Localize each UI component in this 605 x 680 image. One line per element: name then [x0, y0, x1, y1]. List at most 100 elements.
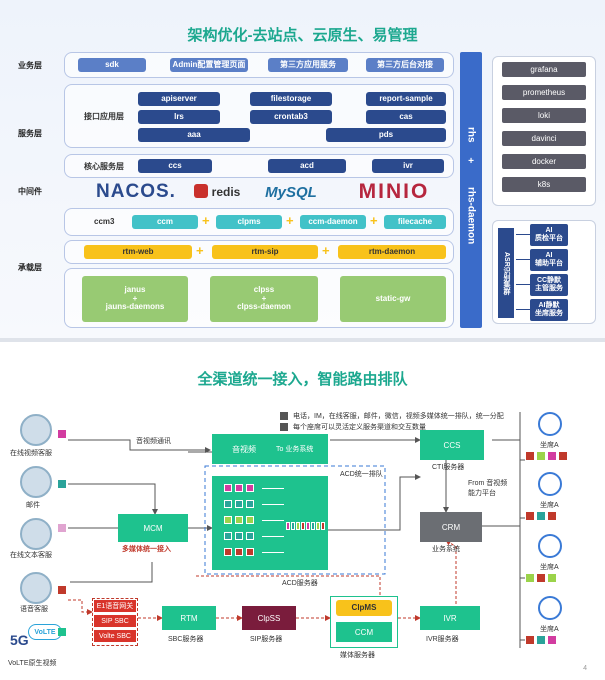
- cas-box: cas: [366, 110, 446, 124]
- rtm-daemon-box: rtm-daemon: [338, 245, 446, 259]
- queue-item: [246, 484, 254, 492]
- connector-line: [516, 259, 530, 260]
- business-system-label: 业务系统: [432, 546, 460, 553]
- queue-item: [224, 532, 232, 540]
- agent-icon: [538, 472, 562, 496]
- media-server-label: 媒体服务器: [340, 652, 375, 659]
- queue-item: [224, 484, 232, 492]
- queue-item: [246, 532, 254, 540]
- agent-channel-marker: [548, 512, 556, 520]
- interface-app-label: 接口应用层: [84, 112, 124, 121]
- bullet-text-1: 电话，IM，在线客服，邮件，微信，视频多媒体统一排队，统一分配: [293, 413, 504, 420]
- channel-marker: [58, 430, 66, 438]
- acd-service-box: acd: [268, 159, 346, 173]
- plus-sign: +: [196, 243, 204, 258]
- queue-item: [311, 522, 315, 530]
- queue-item: [224, 516, 232, 524]
- queue-item: [291, 522, 295, 530]
- agent-icon: [538, 412, 562, 436]
- filestorage-box: filestorage: [250, 92, 332, 106]
- ai-service-box: CC静默 主管服务: [530, 274, 568, 296]
- layer-label-carrier: 承载层: [18, 263, 42, 272]
- video-platform-box: 音视频: [212, 434, 328, 464]
- channel-video-label: 在线视频客服: [10, 450, 52, 457]
- acd-server-label: ACD服务器: [282, 580, 318, 587]
- connector-line: [516, 234, 530, 235]
- ops-tool-docker: docker: [502, 154, 586, 169]
- ai-service-box: AI 质检平台: [530, 224, 568, 246]
- multi-media-label: 多媒体统一接入: [122, 546, 171, 553]
- slide-divider: [0, 338, 605, 342]
- agent-channel-marker: [537, 452, 545, 460]
- agent-icon: [538, 534, 562, 558]
- architecture-title: 架构优化-去站点、云原生、易管理: [187, 27, 418, 44]
- channel-mail-label: 邮件: [26, 502, 40, 509]
- layer-label-middleware: 中间件: [18, 187, 42, 196]
- architecture-slide: 架构优化-去站点、云原生、易管理 业务层 服务层 中间件 承载层 sdk Adm…: [0, 0, 605, 338]
- channel-text-label: 在线文本客服: [10, 552, 52, 559]
- queue-item: [321, 522, 325, 530]
- crontab3-box: crontab3: [250, 110, 332, 124]
- bullet-icon: [280, 412, 288, 420]
- third-party-backend-box: 第三方后台对接: [366, 58, 444, 72]
- third-party-app-box: 第三方应用服务: [268, 58, 348, 72]
- sbc-server-label: SBC服务器: [168, 636, 204, 643]
- bullet-text-2: 每个座席可以灵活定义服务渠道和交互数量: [293, 424, 426, 431]
- sip-sbc-box: SIP SBC: [94, 615, 136, 627]
- queue-item: [235, 532, 243, 540]
- ops-tool-davinci: davinci: [502, 131, 586, 146]
- agent-channel-marker: [548, 574, 556, 582]
- static-gw-box: static-gw: [340, 276, 446, 322]
- plus-sign: +: [370, 213, 378, 228]
- ivr-service-box: ivr: [372, 159, 444, 173]
- channel-marker: [58, 480, 66, 488]
- queue-item: [301, 522, 305, 530]
- ivr-box: IVR: [420, 606, 480, 630]
- acd-queue-label: ACD统一排队: [340, 471, 383, 478]
- queue-arrow: [262, 552, 284, 553]
- filecache-box: filecache: [384, 215, 446, 229]
- ccs-service-box: ccs: [138, 159, 212, 173]
- aaa-box: aaa: [138, 128, 250, 142]
- ccm-box: ccm: [132, 215, 198, 229]
- sip-server-label: SIP服务器: [250, 636, 283, 643]
- agent-channel-marker: [559, 452, 567, 460]
- to-business-label: To 业务系统: [276, 446, 314, 453]
- layer-label-service: 服务层: [18, 129, 42, 138]
- agent-channel-marker: [537, 636, 545, 644]
- ivr-server-label: IVR服务器: [426, 636, 459, 643]
- clpss-box: clpss + clpss-daemon: [210, 276, 318, 322]
- channel-marker: [58, 628, 66, 636]
- queue-arrow: [262, 536, 284, 537]
- queue-item: [235, 484, 243, 492]
- queue-item: [316, 522, 320, 530]
- cti-server-label: CTI服务器: [432, 464, 465, 471]
- ops-tool-grafana: grafana: [502, 62, 586, 77]
- plus-sign: +: [286, 213, 294, 228]
- ccm-daemon-box: ccm-daemon: [300, 215, 366, 229]
- rtm-sip-box: rtm-sip: [212, 245, 318, 259]
- agent-label: 坐席A: [540, 626, 559, 633]
- queue-item: [235, 548, 243, 556]
- queue-arrow: [262, 520, 284, 521]
- 5g-logo: 5G: [10, 632, 29, 648]
- queue-arrow: [262, 488, 284, 489]
- agent-label: 坐席A: [540, 442, 559, 449]
- pds-box: pds: [326, 128, 446, 142]
- rhs-plus: +: [468, 156, 474, 167]
- channel-marker: [58, 586, 66, 594]
- ops-tool-prometheus: prometheus: [502, 85, 586, 100]
- queue-item: [306, 522, 310, 530]
- agent-channel-marker: [548, 452, 556, 460]
- clpms-box: ClpMS: [336, 600, 392, 616]
- agent-channel-marker: [526, 574, 534, 582]
- report-sample-box: report-sample: [366, 92, 446, 106]
- ops-tool-k8s: k8s: [502, 177, 586, 192]
- channel-volte-label: VoLTE原生视频: [8, 660, 57, 667]
- queue-item: [296, 522, 300, 530]
- mcm-box: MCM: [118, 514, 188, 542]
- asr-cluster-label: ASR识别集群: [498, 228, 514, 318]
- ccm-box: CCM: [336, 622, 392, 642]
- sbc-group: [92, 598, 138, 646]
- nacos-logo: NACOS.: [96, 181, 176, 202]
